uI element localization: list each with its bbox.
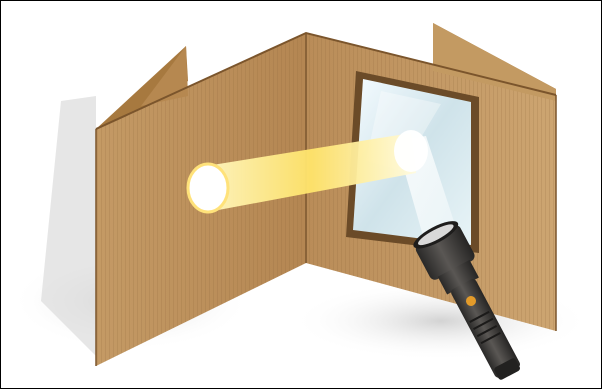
figure-frame [0, 0, 602, 389]
illustration [1, 1, 601, 388]
